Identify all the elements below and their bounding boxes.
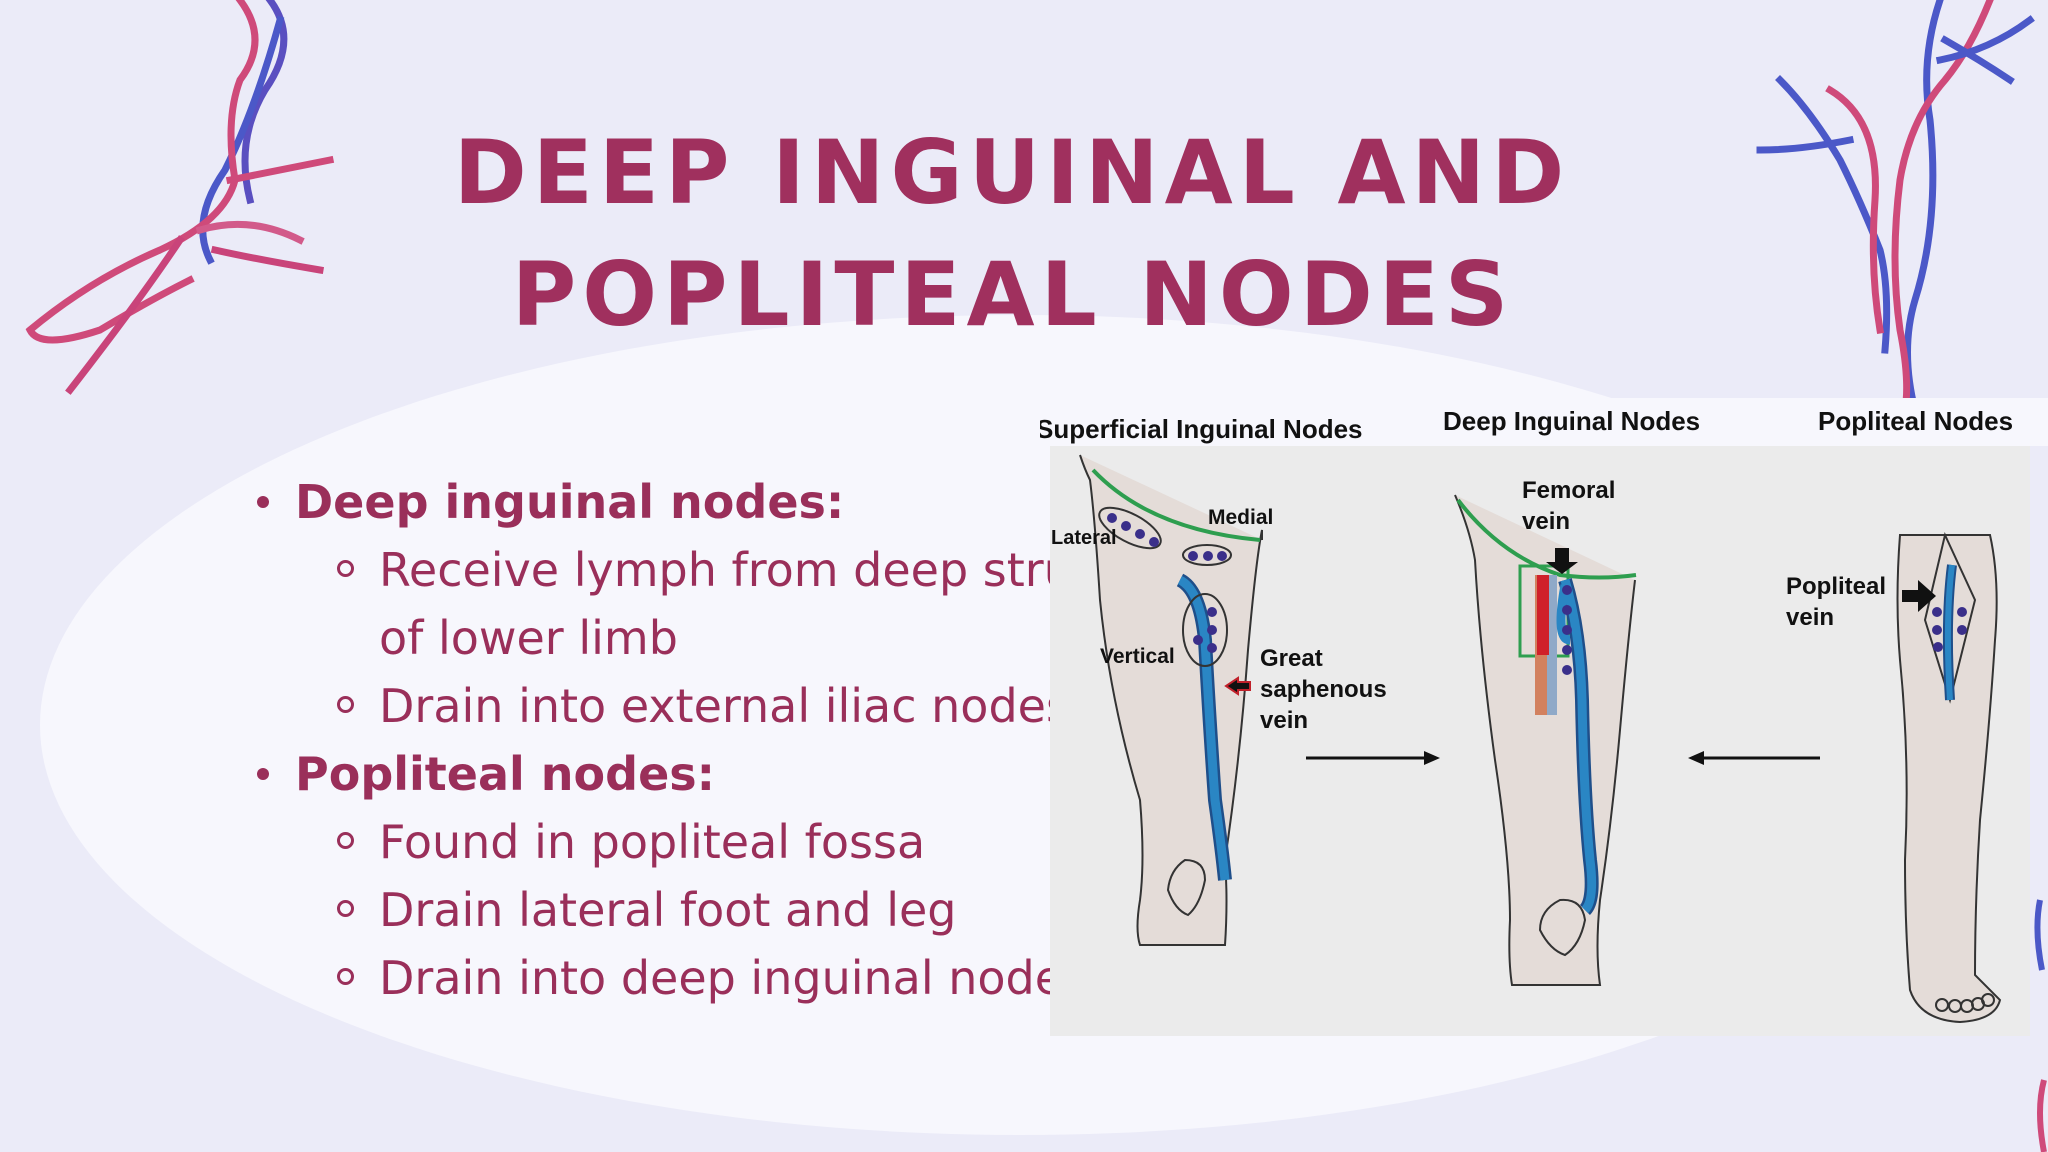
black-pointer-arrow-icon — [1546, 548, 1578, 574]
lymph-node-diagram: Superficial Inguinal Nodes Deep Inguinal… — [1040, 398, 2048, 1036]
label-vein: vein — [1260, 707, 1308, 734]
label-popliteal-vein: vein — [1786, 604, 1834, 631]
header-superficial: Superficial Inguinal Nodes — [1040, 414, 1363, 444]
label-saphenous: saphenous — [1260, 676, 1387, 703]
blood-vessel-decoration-icon — [25, 0, 335, 395]
leg-popliteal — [1896, 531, 2002, 1024]
sub-bullet: Drain lateral foot and leg — [255, 876, 1216, 944]
header-popliteal: Popliteal Nodes — [1818, 406, 2013, 436]
leg-superficial — [1079, 454, 1263, 946]
label-femoral-vein: vein — [1522, 508, 1570, 535]
sub-bullet-continuation: of lower limb — [379, 611, 678, 665]
sub-bullet: Found in popliteal fossa — [255, 808, 1216, 876]
header-deep: Deep Inguinal Nodes — [1443, 406, 1700, 436]
bullet-heading: Popliteal nodes: — [255, 740, 1216, 808]
blood-vessel-decoration-icon — [2034, 899, 2047, 1152]
label-popliteal: Popliteal — [1786, 573, 1886, 600]
label-medial: Medial — [1208, 506, 1273, 529]
label-femoral: Femoral — [1522, 477, 1615, 504]
blood-vessel-decoration-icon — [1756, 0, 2035, 415]
sub-bullet: Drain into deep inguinal nodes — [255, 944, 1216, 1012]
sub-bullet: Drain into external iliac nodes — [255, 672, 1216, 740]
leg-deep — [1454, 494, 1637, 986]
arrow-right-icon — [1306, 751, 1440, 765]
arrow-left-icon — [1688, 751, 1820, 765]
bullet-heading: Deep inguinal nodes: — [255, 468, 1216, 536]
label-great: Great — [1260, 645, 1323, 672]
black-pointer-arrow-icon — [1224, 676, 1251, 696]
black-pointer-arrow-icon — [1902, 580, 1936, 612]
title-line-1: DEEP INGUINAL AND — [453, 121, 1571, 224]
slide-title: DEEP INGUINAL AND POPLITEAL NODES — [0, 112, 2048, 356]
title-line-2: POPLITEAL NODES — [511, 243, 1515, 346]
label-lateral: Lateral — [1051, 527, 1117, 549]
label-vertical: Vertical — [1100, 645, 1175, 668]
